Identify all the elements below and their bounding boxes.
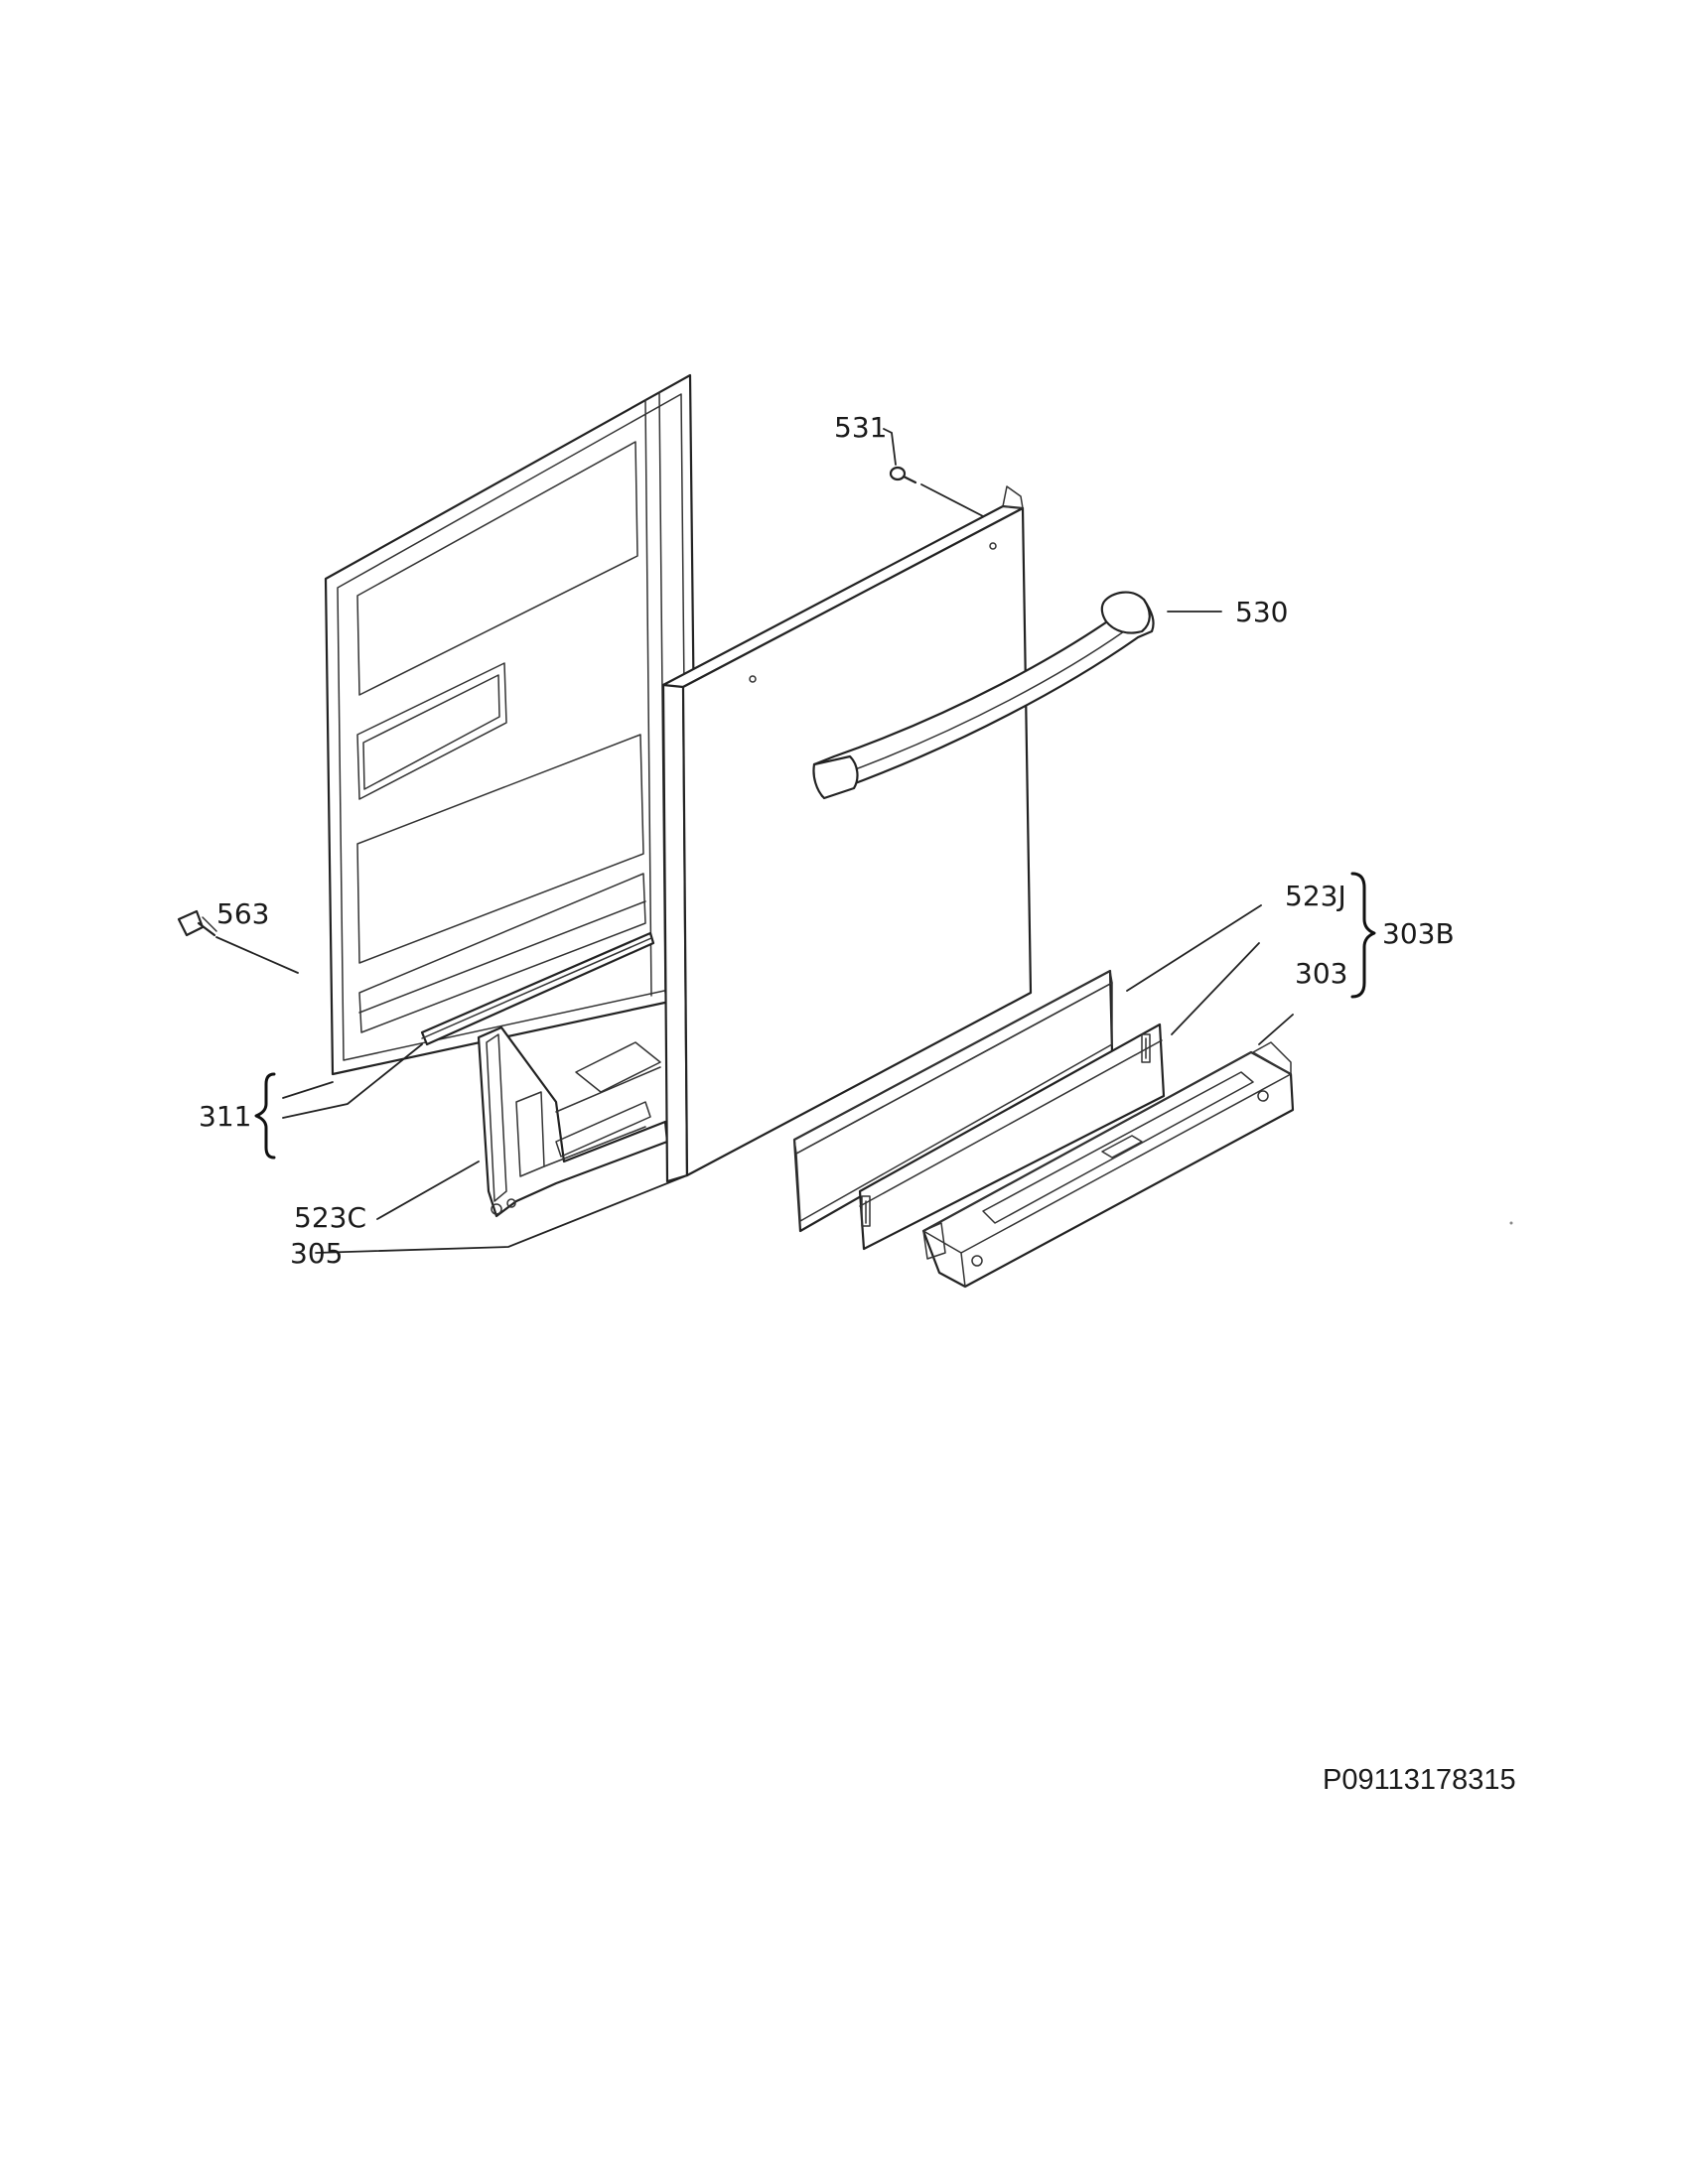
reference-code: P09113178315 (1323, 1764, 1516, 1796)
brace-311 (254, 1072, 276, 1160)
handle-530 (812, 591, 1155, 800)
callout-303b: 303B (1382, 917, 1455, 950)
callout-305: 305 (290, 1237, 343, 1270)
screw-531-icon (889, 466, 917, 484)
gasket-strip-311 (420, 931, 655, 1046)
stray-dot (1509, 1221, 1513, 1225)
callout-563: 563 (216, 897, 269, 930)
outer-door-panel-305 (661, 485, 1033, 1183)
callout-523c: 523C (294, 1201, 366, 1234)
screw-563-icon (177, 909, 217, 937)
callout-530: 530 (1235, 596, 1288, 628)
callout-311: 311 (199, 1100, 251, 1133)
callout-303: 303 (1295, 957, 1347, 990)
inner-door-liner (324, 373, 699, 1076)
hinge-bracket-523c (477, 1025, 669, 1218)
channel-bracket-303 (921, 1041, 1295, 1289)
rail-plate-303b (858, 1023, 1166, 1251)
brace-303b (1350, 872, 1376, 999)
callout-523j: 523J (1285, 880, 1346, 912)
callout-531: 531 (834, 411, 887, 444)
leader-lines (215, 428, 1294, 1254)
